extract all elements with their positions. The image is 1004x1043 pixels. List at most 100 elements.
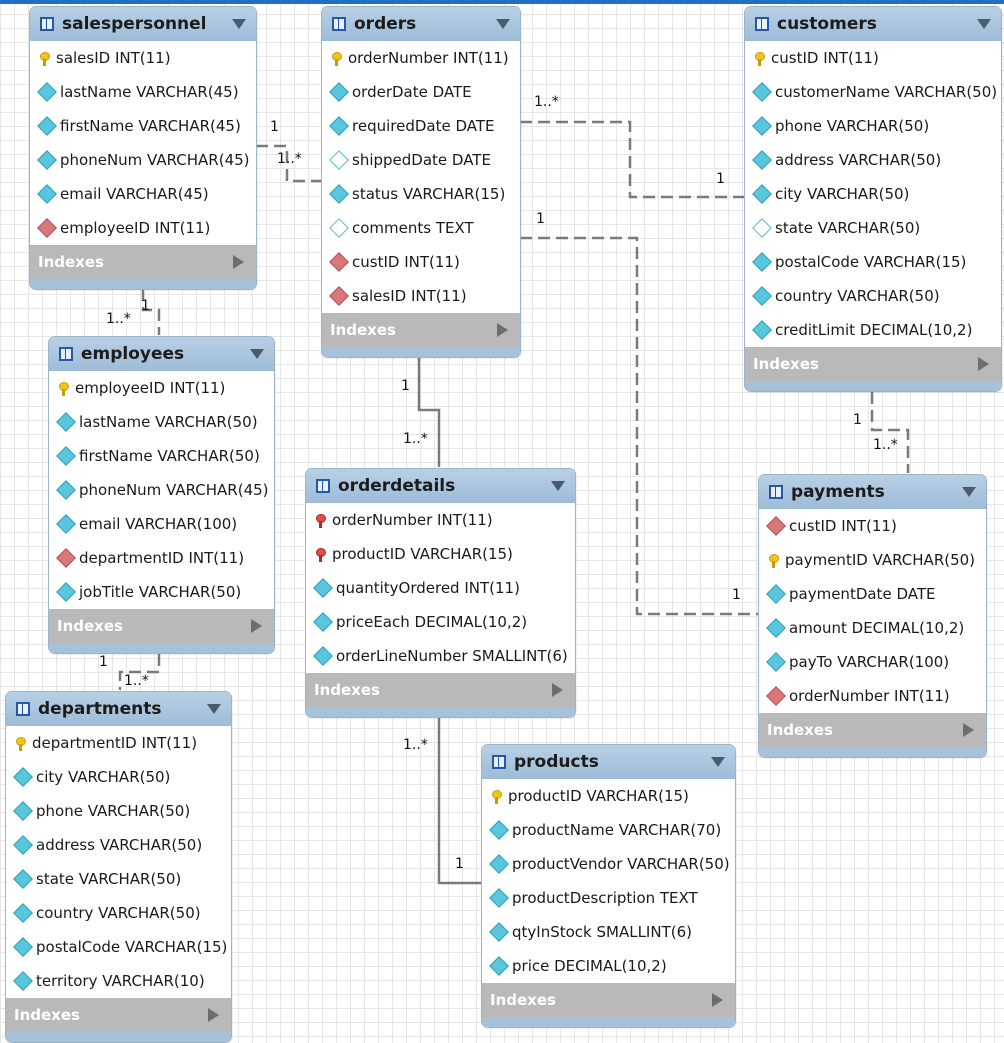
column-row-ordernumber[interactable]: orderNumber INT(11) <box>322 41 520 75</box>
column-row-status[interactable]: status VARCHAR(15) <box>322 177 520 211</box>
column-row-firstname[interactable]: firstName VARCHAR(50) <box>49 439 274 473</box>
column-row-phonenum[interactable]: phoneNum VARCHAR(45) <box>30 143 256 177</box>
column-row-address[interactable]: address VARCHAR(50) <box>745 143 1001 177</box>
indexes-section[interactable]: Indexes <box>745 347 1001 381</box>
collapse-arrow-icon[interactable] <box>551 481 565 491</box>
column-row-city[interactable]: city VARCHAR(50) <box>745 177 1001 211</box>
column-row-orderlinenumber[interactable]: orderLineNumber SMALLINT(6) <box>306 639 575 673</box>
expand-arrow-icon[interactable] <box>233 255 244 269</box>
column-row-state[interactable]: state VARCHAR(50) <box>6 862 231 896</box>
column-row-country[interactable]: country VARCHAR(50) <box>6 896 231 930</box>
table-header[interactable]: customers <box>745 7 1001 41</box>
table-header[interactable]: payments <box>759 475 986 509</box>
column-label: orderDate DATE <box>352 83 472 101</box>
column-row-postalcode[interactable]: postalCode VARCHAR(15) <box>745 245 1001 279</box>
column-row-paymentdate[interactable]: paymentDate DATE <box>759 577 986 611</box>
table-bottom-bar <box>30 279 256 289</box>
cardinality-salespersonnel-orders-one: 1 <box>270 119 279 135</box>
expand-arrow-icon[interactable] <box>251 619 262 633</box>
column-row-price[interactable]: price DECIMAL(10,2) <box>482 949 735 983</box>
expand-arrow-icon[interactable] <box>963 723 974 737</box>
indexes-section[interactable]: Indexes <box>30 245 256 279</box>
column-row-quantityordered[interactable]: quantityOrdered INT(11) <box>306 571 575 605</box>
column-row-email[interactable]: email VARCHAR(45) <box>30 177 256 211</box>
column-row-paymentid[interactable]: paymentID VARCHAR(50) <box>759 543 986 577</box>
column-row-territory[interactable]: territory VARCHAR(10) <box>6 964 231 998</box>
column-row-productdescription[interactable]: productDescription TEXT <box>482 881 735 915</box>
collapse-arrow-icon[interactable] <box>250 349 264 359</box>
column-row-payto[interactable]: payTo VARCHAR(100) <box>759 645 986 679</box>
expand-arrow-icon[interactable] <box>497 323 508 337</box>
column-row-ordernumber[interactable]: orderNumber INT(11) <box>306 503 575 537</box>
table-header[interactable]: departments <box>6 692 231 726</box>
column-row-email[interactable]: email VARCHAR(100) <box>49 507 274 541</box>
indexes-section[interactable]: Indexes <box>482 983 735 1017</box>
column-row-departmentid[interactable]: departmentID INT(11) <box>6 726 231 760</box>
indexes-section[interactable]: Indexes <box>759 713 986 747</box>
table-header[interactable]: orders <box>322 7 520 41</box>
column-row-productid[interactable]: productID VARCHAR(15) <box>482 779 735 813</box>
table-header[interactable]: employees <box>49 337 274 371</box>
table-header[interactable]: salespersonnel <box>30 7 256 41</box>
column-row-departmentid[interactable]: departmentID INT(11) <box>49 541 274 575</box>
column-row-lastname[interactable]: lastName VARCHAR(50) <box>49 405 274 439</box>
column-row-productid[interactable]: productID VARCHAR(15) <box>306 537 575 571</box>
indexes-section[interactable]: Indexes <box>322 313 520 347</box>
column-row-custid[interactable]: custID INT(11) <box>745 41 1001 75</box>
column-row-address[interactable]: address VARCHAR(50) <box>6 828 231 862</box>
indexes-section[interactable]: Indexes <box>6 998 231 1032</box>
collapse-arrow-icon[interactable] <box>232 19 246 29</box>
column-row-customername[interactable]: customerName VARCHAR(50) <box>745 75 1001 109</box>
column-row-city[interactable]: city VARCHAR(50) <box>6 760 231 794</box>
column-row-state[interactable]: state VARCHAR(50) <box>745 211 1001 245</box>
column-row-qtyinstock[interactable]: qtyInStock SMALLINT(6) <box>482 915 735 949</box>
column-row-productvendor[interactable]: productVendor VARCHAR(50) <box>482 847 735 881</box>
expand-arrow-icon[interactable] <box>712 993 723 1007</box>
collapse-arrow-icon[interactable] <box>962 487 976 497</box>
column-row-salesid[interactable]: salesID INT(11) <box>322 279 520 313</box>
column-row-priceeach[interactable]: priceEach DECIMAL(10,2) <box>306 605 575 639</box>
table-header[interactable]: products <box>482 745 735 779</box>
column-row-orderdate[interactable]: orderDate DATE <box>322 75 520 109</box>
column-row-creditlimit[interactable]: creditLimit DECIMAL(10,2) <box>745 313 1001 347</box>
expand-arrow-icon[interactable] <box>552 683 563 697</box>
column-row-lastname[interactable]: lastName VARCHAR(45) <box>30 75 256 109</box>
collapse-arrow-icon[interactable] <box>711 757 725 767</box>
column-row-comments[interactable]: comments TEXT <box>322 211 520 245</box>
column-row-custid[interactable]: custID INT(11) <box>322 245 520 279</box>
column-row-productname[interactable]: productName VARCHAR(70) <box>482 813 735 847</box>
expand-arrow-icon[interactable] <box>208 1008 219 1022</box>
table-header[interactable]: orderdetails <box>306 469 575 503</box>
column-row-phonenum[interactable]: phoneNum VARCHAR(45) <box>49 473 274 507</box>
column-row-jobtitle[interactable]: jobTitle VARCHAR(50) <box>49 575 274 609</box>
expand-arrow-icon[interactable] <box>978 357 989 371</box>
column-row-salesid[interactable]: salesID INT(11) <box>30 41 256 75</box>
column-row-custid[interactable]: custID INT(11) <box>759 509 986 543</box>
collapse-arrow-icon[interactable] <box>496 19 510 29</box>
column-row-firstname[interactable]: firstName VARCHAR(45) <box>30 109 256 143</box>
column-row-country[interactable]: country VARCHAR(50) <box>745 279 1001 313</box>
column-row-shippeddate[interactable]: shippedDate DATE <box>322 143 520 177</box>
column-row-amount[interactable]: amount DECIMAL(10,2) <box>759 611 986 645</box>
indexes-section[interactable]: Indexes <box>49 609 274 643</box>
collapse-arrow-icon[interactable] <box>207 704 221 714</box>
indexes-label: Indexes <box>490 991 556 1009</box>
foreign-key-icon <box>766 516 786 536</box>
column-row-employeeid[interactable]: employeeID INT(11) <box>30 211 256 245</box>
column-row-phone[interactable]: phone VARCHAR(50) <box>6 794 231 828</box>
indexes-section[interactable]: Indexes <box>306 673 575 707</box>
column-row-postalcode[interactable]: postalCode VARCHAR(15) <box>6 930 231 964</box>
column-row-requireddate[interactable]: requiredDate DATE <box>322 109 520 143</box>
column-row-phone[interactable]: phone VARCHAR(50) <box>745 109 1001 143</box>
column-row-employeeid[interactable]: employeeID INT(11) <box>49 371 274 405</box>
column-row-ordernumber[interactable]: orderNumber INT(11) <box>759 679 986 713</box>
collapse-arrow-icon[interactable] <box>977 19 991 29</box>
